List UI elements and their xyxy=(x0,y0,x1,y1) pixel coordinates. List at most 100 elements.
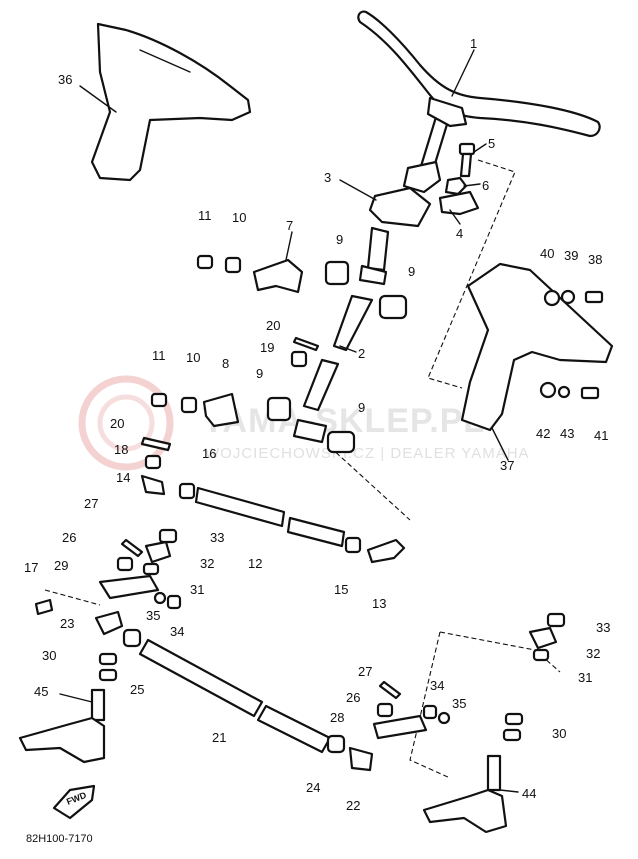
callout-36: 36 xyxy=(58,72,72,87)
nut-19 xyxy=(290,350,308,368)
assembly-line-front-tierod xyxy=(329,446,411,521)
callout-33a: 33 xyxy=(210,530,224,545)
callout-18: 18 xyxy=(114,442,128,457)
collar-42 xyxy=(539,381,557,399)
tierod-12 xyxy=(194,486,286,528)
leader-6 xyxy=(463,183,481,187)
leader-45 xyxy=(59,693,93,703)
nut-31b xyxy=(532,648,550,662)
holder-3 xyxy=(368,186,432,228)
leader-44 xyxy=(499,789,519,793)
bolt-5-shank xyxy=(459,152,473,178)
fwd-arrow-shape xyxy=(52,784,96,820)
bolt-11b xyxy=(150,392,168,408)
arm-29 xyxy=(98,574,160,600)
washer-35a xyxy=(153,591,167,605)
callout-31b: 31 xyxy=(578,670,592,685)
steering-column xyxy=(292,226,390,444)
callout-21: 21 xyxy=(212,730,226,745)
cover-36-slot xyxy=(139,49,191,73)
leader-1 xyxy=(451,49,475,97)
callout-15: 15 xyxy=(334,582,348,597)
callout-41: 41 xyxy=(594,428,608,443)
washer-43 xyxy=(557,385,571,399)
knuckle-45-body xyxy=(18,716,106,764)
bracket-8 xyxy=(202,392,240,428)
column-lower-shaft xyxy=(302,358,340,412)
callout-39: 39 xyxy=(564,248,578,263)
column-upper xyxy=(366,226,390,272)
arm-28 xyxy=(372,714,428,740)
callout-23: 23 xyxy=(60,616,74,631)
callout-17: 17 xyxy=(24,560,38,575)
collar-40 xyxy=(543,289,561,307)
bolt-41 xyxy=(580,386,600,400)
leader-37 xyxy=(491,427,509,461)
callout-42: 42 xyxy=(536,426,550,441)
callout-22: 22 xyxy=(346,798,360,813)
watermark-subtitle: WOJCIECHOWSKI.CZ | DEALER YAMAHA xyxy=(205,445,530,462)
bolt-34b xyxy=(422,704,438,720)
callout-2: 2 xyxy=(358,346,365,361)
nut-31a xyxy=(142,562,160,576)
leader-2 xyxy=(339,345,357,353)
nut-33b xyxy=(546,612,566,628)
callout-11a: 11 xyxy=(198,208,212,223)
arm-32b xyxy=(528,626,558,650)
callout-34a: 34 xyxy=(170,624,184,639)
nut-15 xyxy=(344,536,362,554)
callout-30b: 30 xyxy=(552,726,566,741)
nut-26a xyxy=(116,556,134,572)
callout-5: 5 xyxy=(488,136,495,151)
watermark-logo-core xyxy=(97,394,155,452)
callouts: 1 2 3 4 5 6 7 8 9 9 9 9 10 10 11 11 12 1… xyxy=(24,36,610,813)
callout-13: 13 xyxy=(372,596,386,611)
bushing-9c xyxy=(266,396,292,422)
assembly-line-rear-right-bottom xyxy=(409,631,451,779)
callout-38: 38 xyxy=(588,252,602,267)
callout-9b: 9 xyxy=(408,264,415,279)
assembly-line-rear-left xyxy=(44,589,101,606)
cup-30b xyxy=(98,668,118,682)
column-holder xyxy=(368,186,480,228)
callout-24: 24 xyxy=(306,780,320,795)
bushing-9d xyxy=(326,430,356,454)
callout-10b: 10 xyxy=(186,350,200,365)
leader-lines xyxy=(59,49,519,793)
cup-30c xyxy=(504,712,524,726)
nut-33a xyxy=(158,528,178,544)
nut-18 xyxy=(144,454,162,470)
cup-30a xyxy=(98,652,118,666)
callout-44: 44 xyxy=(522,786,536,801)
callout-19: 19 xyxy=(260,340,274,355)
callout-29: 29 xyxy=(54,558,68,573)
fwd-arrow-icon: FWD xyxy=(52,784,96,820)
knuckle-45-spindle xyxy=(90,688,106,722)
callout-9c: 9 xyxy=(256,366,263,381)
callout-27b: 27 xyxy=(358,664,372,679)
callout-27a: 27 xyxy=(84,496,98,511)
bolt-38 xyxy=(584,290,604,304)
callout-6: 6 xyxy=(482,178,489,193)
callout-32a: 32 xyxy=(200,556,214,571)
callout-25: 25 xyxy=(130,682,144,697)
tierod-21 xyxy=(138,638,264,718)
callout-40: 40 xyxy=(540,246,554,261)
bolt-11a xyxy=(196,254,214,270)
cover-36 xyxy=(90,22,252,182)
collar-10b xyxy=(180,396,198,414)
assembly-line-top-right xyxy=(427,159,516,389)
nut-6 xyxy=(444,176,468,196)
bushing-9a xyxy=(324,260,350,286)
callout-1: 1 xyxy=(470,36,477,51)
tierod-12-end xyxy=(286,516,346,548)
callout-32b: 32 xyxy=(586,646,600,661)
washer-39 xyxy=(560,289,576,305)
cup-30d xyxy=(502,728,522,742)
callout-16: 16 xyxy=(202,446,216,461)
nut-26b xyxy=(376,702,394,718)
column-lower-end xyxy=(292,418,328,444)
nut-24 xyxy=(326,734,346,754)
collar-10a xyxy=(224,256,242,274)
